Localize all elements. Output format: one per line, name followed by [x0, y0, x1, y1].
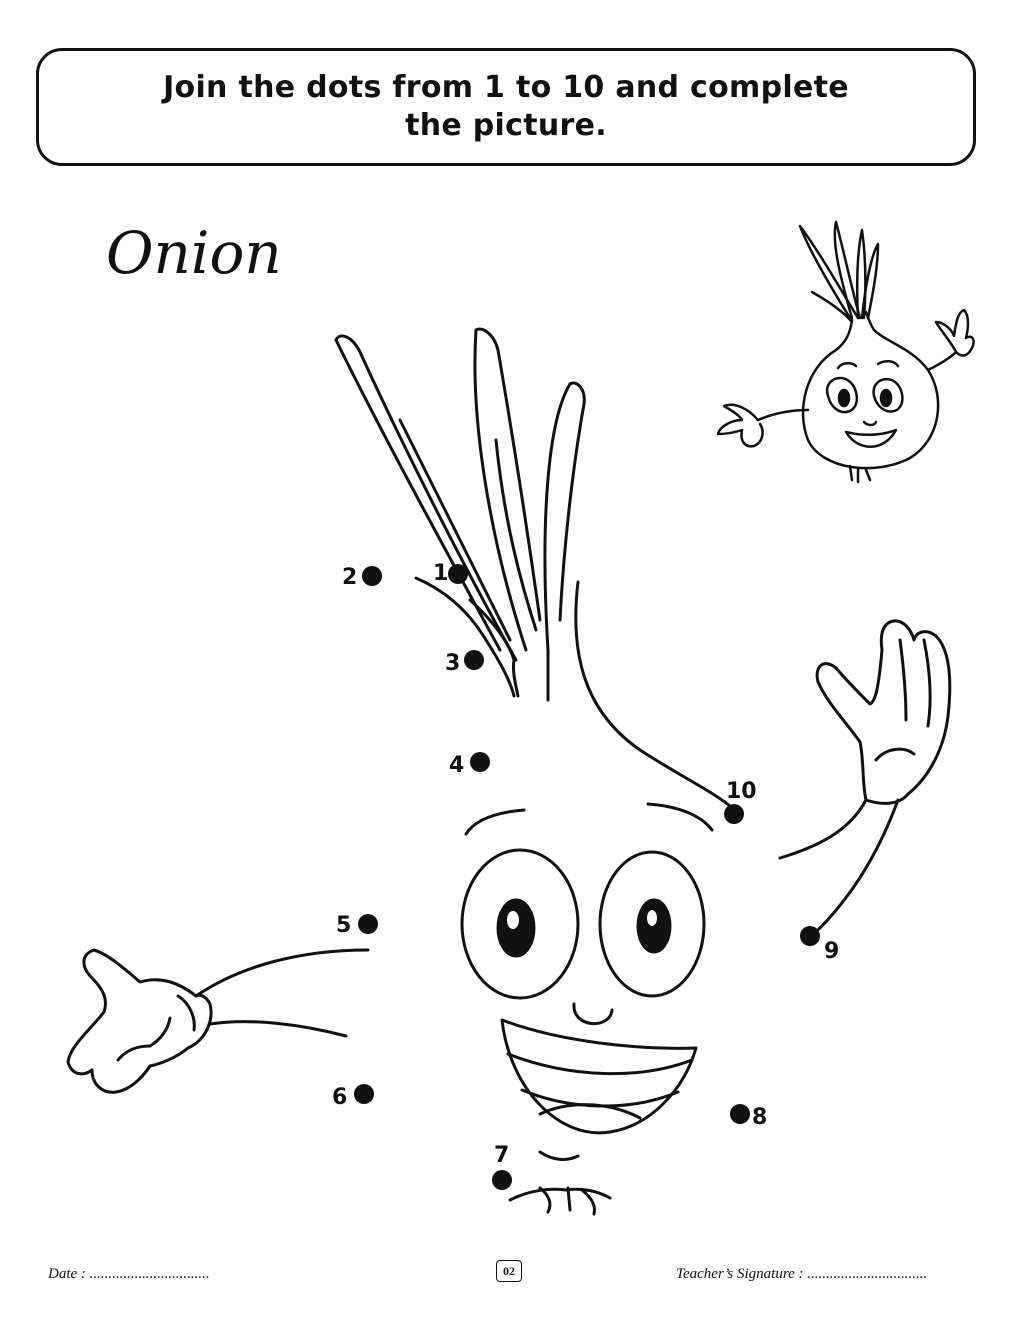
onion-dot-outline-illustration	[66, 327, 952, 1216]
instruction-text: Join the dots from 1 to 10 and complete …	[163, 70, 849, 143]
worksheet-title: Onion	[106, 219, 282, 287]
dot-9[interactable]: 9	[800, 926, 839, 964]
dot-3-label: 3	[445, 651, 460, 676]
date-field[interactable]: Date : ................................	[48, 1266, 210, 1282]
dot-points: 1 2 3 4 5 6 7 8	[332, 561, 839, 1190]
dot-8[interactable]: 8	[730, 1104, 767, 1130]
teacher-signature-field[interactable]: Teacher’s Signature : ..................…	[676, 1266, 928, 1282]
dot-9-label: 9	[824, 939, 839, 964]
dot-2[interactable]: 2	[342, 565, 382, 590]
dot-10-label: 10	[726, 779, 757, 804]
dot-5-label: 5	[336, 913, 351, 938]
dot-2-label: 2	[342, 565, 357, 590]
dot-1-label: 1	[433, 561, 448, 586]
page-number: 02	[496, 1260, 522, 1282]
onion-reference-illustration	[716, 220, 975, 484]
dot-3[interactable]: 3	[445, 650, 484, 676]
dot-7[interactable]: 7	[492, 1143, 512, 1190]
dot-10[interactable]: 10	[724, 779, 757, 824]
dot-5[interactable]: 5	[336, 913, 378, 938]
dot-1[interactable]: 1	[433, 561, 468, 586]
dot-6-label: 6	[332, 1085, 347, 1110]
instruction-box: Join the dots from 1 to 10 and complete …	[36, 48, 976, 166]
dot-4[interactable]: 4	[449, 752, 490, 778]
dot-8-label: 8	[752, 1105, 767, 1130]
dot-7-label: 7	[494, 1143, 509, 1168]
dot-4-label: 4	[449, 753, 464, 778]
dot-6[interactable]: 6	[332, 1084, 374, 1110]
